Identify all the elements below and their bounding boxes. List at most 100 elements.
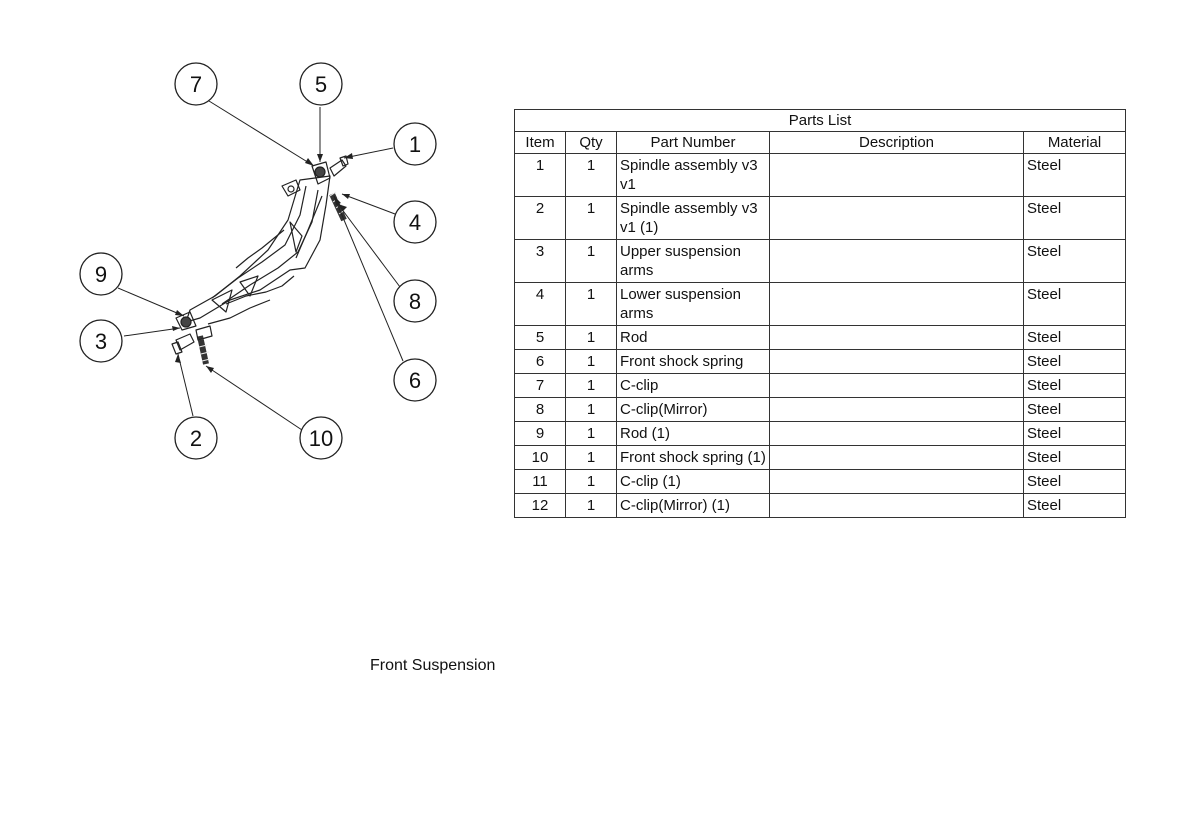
cell-part-number: Spindle assembly v3 v1 xyxy=(616,153,770,197)
cell-item: 12 xyxy=(514,493,566,518)
cell-description xyxy=(769,397,1024,422)
balloon-label: 7 xyxy=(190,72,202,97)
cell-material: Steel xyxy=(1023,397,1126,422)
cell-part-number: Upper suspension arms xyxy=(616,239,770,283)
balloon-label: 10 xyxy=(309,426,333,451)
cell-item: 3 xyxy=(514,239,566,283)
balloon-label: 6 xyxy=(409,368,421,393)
table-row: 12 1 C-clip(Mirror) (1) Steel xyxy=(514,493,1126,518)
cell-material: Steel xyxy=(1023,325,1126,350)
cell-material: Steel xyxy=(1023,373,1126,398)
column-header-description: Description xyxy=(769,131,1024,154)
balloon-label: 1 xyxy=(409,132,421,157)
cell-part-number: Rod (1) xyxy=(616,421,770,446)
cell-part-number: C-clip (1) xyxy=(616,469,770,494)
balloon-label: 3 xyxy=(95,329,107,354)
balloon-6: 6 xyxy=(393,358,437,402)
cell-description xyxy=(769,282,1024,326)
table-row: 9 1 Rod (1) Steel xyxy=(514,421,1126,446)
leader-lines xyxy=(117,100,404,431)
column-header-qty: Qty xyxy=(565,131,617,154)
cell-material: Steel xyxy=(1023,153,1126,197)
cell-part-number: C-clip(Mirror) (1) xyxy=(616,493,770,518)
cell-description xyxy=(769,239,1024,283)
cell-description xyxy=(769,325,1024,350)
parts-list-table: Parts List Item Qty Part Number Descript… xyxy=(514,109,1126,518)
cell-part-number: Spindle assembly v3 v1 (1) xyxy=(616,196,770,240)
cell-part-number: Front shock spring (1) xyxy=(616,445,770,470)
cell-item: 11 xyxy=(514,469,566,494)
cell-description xyxy=(769,196,1024,240)
cell-part-number: C-clip xyxy=(616,373,770,398)
cell-material: Steel xyxy=(1023,421,1126,446)
balloon-9: 9 xyxy=(79,252,123,296)
balloon-label: 2 xyxy=(190,426,202,451)
balloon-label: 5 xyxy=(315,72,327,97)
table-row: 2 1 Spindle assembly v3 v1 (1) Steel xyxy=(514,196,1126,240)
balloon-1: 1 xyxy=(393,122,437,166)
assembly-drawing: 7 5 1 4 8 6 9 3 2 10 xyxy=(79,62,437,460)
table-row: 4 1 Lower suspension arms Steel xyxy=(514,282,1126,326)
balloon-label: 8 xyxy=(409,289,421,314)
cell-part-number: Front shock spring xyxy=(616,349,770,374)
cell-item: 1 xyxy=(514,153,566,197)
table-row: 3 1 Upper suspension arms Steel xyxy=(514,239,1126,283)
cell-qty: 1 xyxy=(565,493,617,518)
cell-qty: 1 xyxy=(565,421,617,446)
suspension-assembly xyxy=(171,155,349,365)
cell-material: Steel xyxy=(1023,349,1126,374)
table-row: 10 1 Front shock spring (1) Steel xyxy=(514,445,1126,470)
balloon-10: 10 xyxy=(299,416,343,460)
cell-item: 6 xyxy=(514,349,566,374)
cell-description xyxy=(769,445,1024,470)
cell-description xyxy=(769,349,1024,374)
balloon-label: 4 xyxy=(409,210,421,235)
cell-material: Steel xyxy=(1023,196,1126,240)
balloon-4: 4 xyxy=(393,200,437,244)
cell-qty: 1 xyxy=(565,153,617,197)
cell-description xyxy=(769,373,1024,398)
cell-qty: 1 xyxy=(565,325,617,350)
cell-qty: 1 xyxy=(565,282,617,326)
cell-item: 7 xyxy=(514,373,566,398)
cell-qty: 1 xyxy=(565,397,617,422)
cell-qty: 1 xyxy=(565,445,617,470)
cell-material: Steel xyxy=(1023,239,1126,283)
table-row: 1 1 Spindle assembly v3 v1 Steel xyxy=(514,153,1126,197)
column-header-material: Material xyxy=(1023,131,1126,154)
cell-item: 8 xyxy=(514,397,566,422)
balloon-3: 3 xyxy=(79,319,123,363)
cell-item: 10 xyxy=(514,445,566,470)
cell-item: 9 xyxy=(514,421,566,446)
table-row: 6 1 Front shock spring Steel xyxy=(514,349,1126,374)
cell-part-number: C-clip(Mirror) xyxy=(616,397,770,422)
cell-qty: 1 xyxy=(565,239,617,283)
cell-description xyxy=(769,421,1024,446)
balloon-5: 5 xyxy=(299,62,343,106)
table-row: 5 1 Rod Steel xyxy=(514,325,1126,350)
balloon-2: 2 xyxy=(174,416,218,460)
balloon-8: 8 xyxy=(393,279,437,323)
cell-qty: 1 xyxy=(565,373,617,398)
cell-qty: 1 xyxy=(565,349,617,374)
parts-list-title: Parts List xyxy=(514,109,1126,132)
table-row: 8 1 C-clip(Mirror) Steel xyxy=(514,397,1126,422)
table-row: 7 1 C-clip Steel xyxy=(514,373,1126,398)
cell-part-number: Rod xyxy=(616,325,770,350)
table-row: 11 1 C-clip (1) Steel xyxy=(514,469,1126,494)
cell-qty: 1 xyxy=(565,196,617,240)
cell-material: Steel xyxy=(1023,493,1126,518)
cell-item: 4 xyxy=(514,282,566,326)
column-header-item: Item xyxy=(514,131,566,154)
cell-description xyxy=(769,469,1024,494)
balloon-7: 7 xyxy=(174,62,218,106)
cell-material: Steel xyxy=(1023,445,1126,470)
cell-description xyxy=(769,493,1024,518)
cell-item: 5 xyxy=(514,325,566,350)
cell-part-number: Lower suspension arms xyxy=(616,282,770,326)
cell-material: Steel xyxy=(1023,469,1126,494)
column-header-part-number: Part Number xyxy=(616,131,770,154)
leader-arrowheads xyxy=(172,153,353,373)
drawing-title: Front Suspension xyxy=(370,657,496,674)
cell-qty: 1 xyxy=(565,469,617,494)
